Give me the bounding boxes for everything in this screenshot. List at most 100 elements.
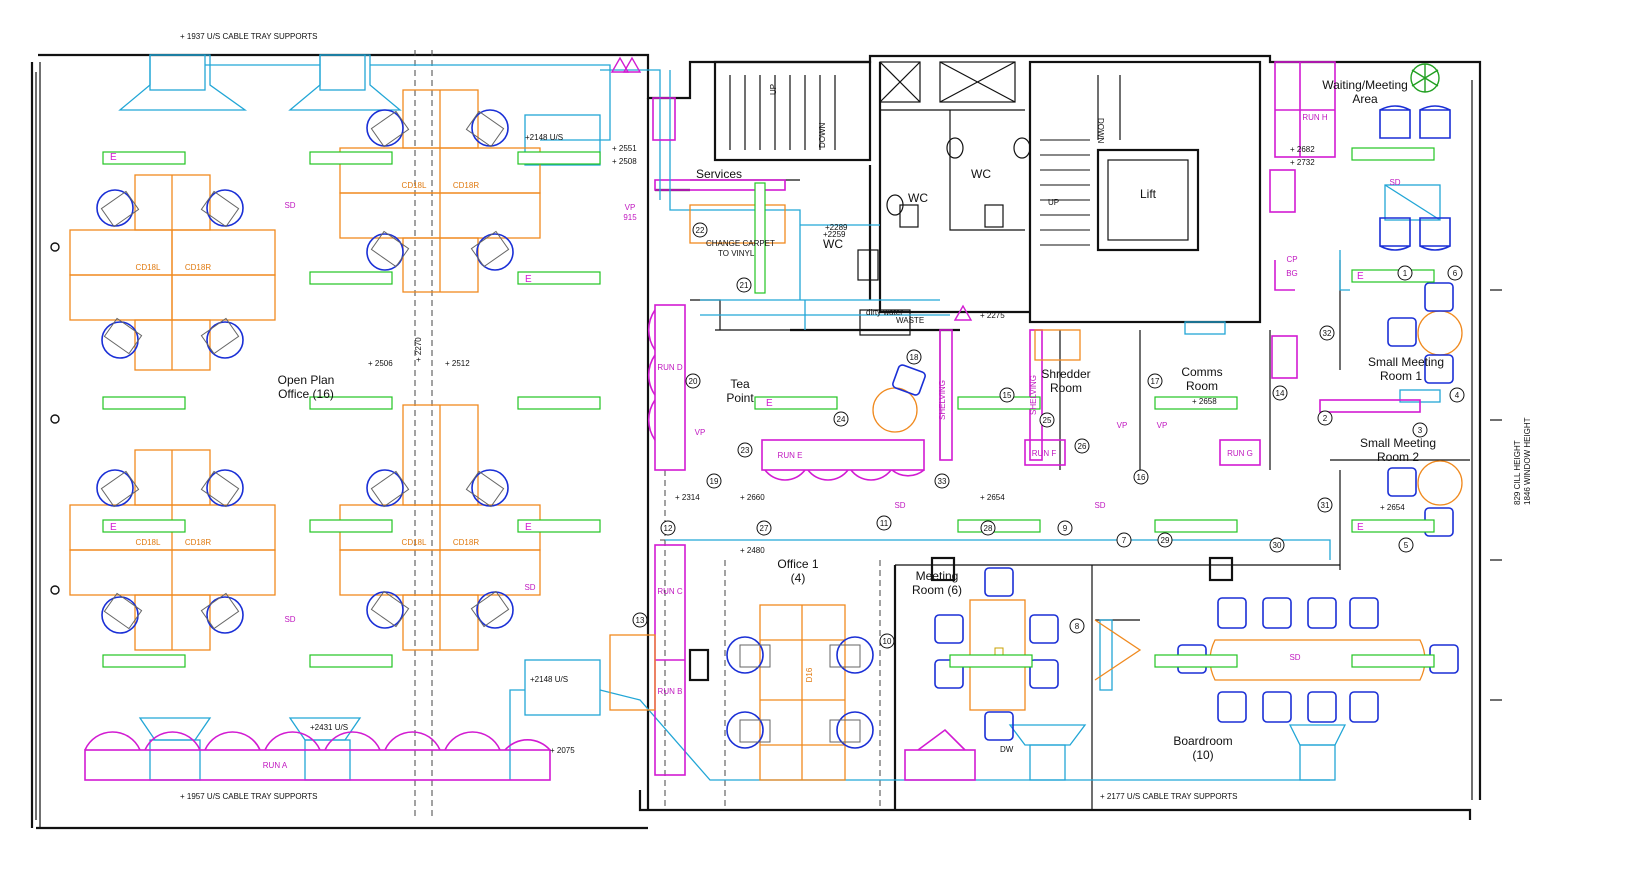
desk-code: CD18L bbox=[402, 181, 427, 190]
small-meeting-2-label-2: Room 2 bbox=[1377, 450, 1419, 464]
boardroom-label-2: (10) bbox=[1192, 748, 1213, 762]
shredder-label: Shredder bbox=[1041, 367, 1090, 381]
vp-label: VP bbox=[625, 203, 636, 212]
node-marker-circle bbox=[660, 520, 676, 536]
e-label: E bbox=[766, 398, 773, 409]
small-meeting-1-label: Small Meeting bbox=[1368, 355, 1444, 369]
node-marker-circle bbox=[1449, 387, 1465, 403]
run-d-label: RUN D bbox=[657, 363, 683, 372]
node-marker-circle bbox=[1039, 412, 1055, 428]
node-marker-circle bbox=[1133, 469, 1149, 485]
building-walls bbox=[30, 53, 1502, 830]
node-marker-circle bbox=[685, 373, 701, 389]
node-marker-circle bbox=[1074, 438, 1090, 454]
height-annotations: + 2551 + 2508 + 2506 + 2512 + 2270 + 227… bbox=[310, 133, 1405, 755]
node-marker-circle bbox=[1069, 618, 1085, 634]
exit-signs bbox=[610, 56, 1298, 379]
misc-labels: UP DOWN DOWN UP SHELVING SHELVING VP VP … bbox=[110, 84, 1401, 754]
change-carpet-note: CHANGE CARPET bbox=[706, 239, 775, 248]
wc-label-3: WC bbox=[823, 237, 843, 251]
node-marker-number: 18 bbox=[910, 353, 919, 362]
height-note: + 2075 bbox=[550, 746, 575, 755]
node-marker-number: 25 bbox=[1043, 416, 1052, 425]
services-label: Services bbox=[696, 167, 742, 181]
meeting-room-label: Meeting bbox=[916, 569, 959, 583]
node-marker-circle bbox=[692, 222, 708, 238]
node-marker-number: 1 bbox=[1403, 269, 1408, 278]
run-g-label: RUN G bbox=[1227, 449, 1253, 458]
node-marker-number: 13 bbox=[636, 616, 645, 625]
node-marker-number: 15 bbox=[1003, 391, 1012, 400]
sd-label: SD bbox=[284, 201, 295, 210]
waiting-label-2: Area bbox=[1352, 92, 1378, 106]
node-marker-circle bbox=[737, 442, 753, 458]
height-note: + 2660 bbox=[740, 493, 765, 502]
small-meeting-1-label-2: Room 1 bbox=[1380, 369, 1422, 383]
vp-label: VP bbox=[1117, 421, 1128, 430]
node-marker-number: 10 bbox=[883, 637, 892, 646]
run-h-label: RUN H bbox=[1302, 113, 1328, 122]
desk-code: D16 bbox=[805, 667, 814, 682]
open-plan-label-2: Office (16) bbox=[278, 387, 334, 401]
top-tray-note: + 1937 U/S CABLE TRAY SUPPORTS bbox=[180, 32, 317, 41]
node-marker-circle bbox=[1317, 410, 1333, 426]
shredder-label-2: Room bbox=[1050, 381, 1082, 395]
storage-runs bbox=[84, 61, 1421, 781]
desk-code: CD18L bbox=[136, 263, 161, 272]
node-marker-number: 20 bbox=[689, 377, 698, 386]
height-note: + 2512 bbox=[445, 359, 470, 368]
core-up-label: UP bbox=[1048, 198, 1059, 207]
node-marker-circle bbox=[999, 387, 1015, 403]
change-carpet-note-2: TO VINYL bbox=[718, 249, 755, 258]
node-marker-number: 4 bbox=[1455, 391, 1460, 400]
lift-label: Lift bbox=[1140, 187, 1157, 201]
node-marker-circle bbox=[833, 411, 849, 427]
stair-down-label: DOWN bbox=[818, 122, 827, 148]
node-marker-circle bbox=[906, 349, 922, 365]
chairs bbox=[96, 105, 1459, 749]
node-marker-number: 24 bbox=[837, 415, 846, 424]
height-note: + 2275 bbox=[980, 311, 1005, 320]
height-note: + 2682 bbox=[1290, 145, 1315, 154]
node-marker-number: 21 bbox=[740, 281, 749, 290]
boardroom-label: Boardroom bbox=[1173, 734, 1232, 748]
node-marker-number: 23 bbox=[741, 446, 750, 455]
plant-icon bbox=[1410, 63, 1440, 93]
height-note: +2289 bbox=[825, 223, 848, 232]
wc-label-1: WC bbox=[908, 191, 928, 205]
node-marker-number: 22 bbox=[696, 226, 705, 235]
window-height-note: 1846 WINDOW HEIGHT bbox=[1523, 417, 1532, 505]
office1-label: Office 1 bbox=[777, 557, 818, 571]
node-marker-circle bbox=[1412, 422, 1428, 438]
node-marker-number: 9 bbox=[1063, 524, 1068, 533]
node-marker-circle bbox=[1147, 373, 1163, 389]
shelving-label: SHELVING bbox=[1029, 375, 1038, 415]
node-marker-circle bbox=[1397, 265, 1413, 281]
e-label: E bbox=[1357, 271, 1364, 282]
bin-label: dirty water bbox=[866, 308, 903, 317]
height-note: + 2551 bbox=[612, 144, 637, 153]
height-note: + 2270 bbox=[414, 337, 423, 362]
bin-label: WASTE bbox=[896, 316, 924, 325]
e-label: E bbox=[525, 274, 532, 285]
node-marker-number: 11 bbox=[880, 519, 889, 528]
node-marker-circle bbox=[632, 612, 648, 628]
height-note: + 2314 bbox=[675, 493, 700, 502]
node-marker-number: 27 bbox=[760, 524, 769, 533]
run-b-label: RUN B bbox=[658, 687, 683, 696]
node-marker-number: 31 bbox=[1321, 501, 1330, 510]
e-label: E bbox=[525, 522, 532, 533]
height-note: + 2732 bbox=[1290, 158, 1315, 167]
node-marker-circle bbox=[1269, 537, 1285, 553]
desk-codes: CD18L CD18R CD18L CD18R CD18L CD18R CD18… bbox=[136, 181, 814, 682]
height-note: + 2480 bbox=[740, 546, 765, 555]
office1-label-2: (4) bbox=[791, 571, 806, 585]
height-note: +2259 bbox=[823, 230, 846, 239]
node-marker-number: 2 bbox=[1323, 414, 1328, 423]
node-marker-number: 29 bbox=[1161, 536, 1170, 545]
meeting-room-label-2: Room (6) bbox=[912, 583, 962, 597]
desk-code: CD18L bbox=[402, 538, 427, 547]
sd-label: SD bbox=[1289, 653, 1300, 662]
sill-height-note: 829 CILL HEIGHT bbox=[1513, 440, 1522, 505]
